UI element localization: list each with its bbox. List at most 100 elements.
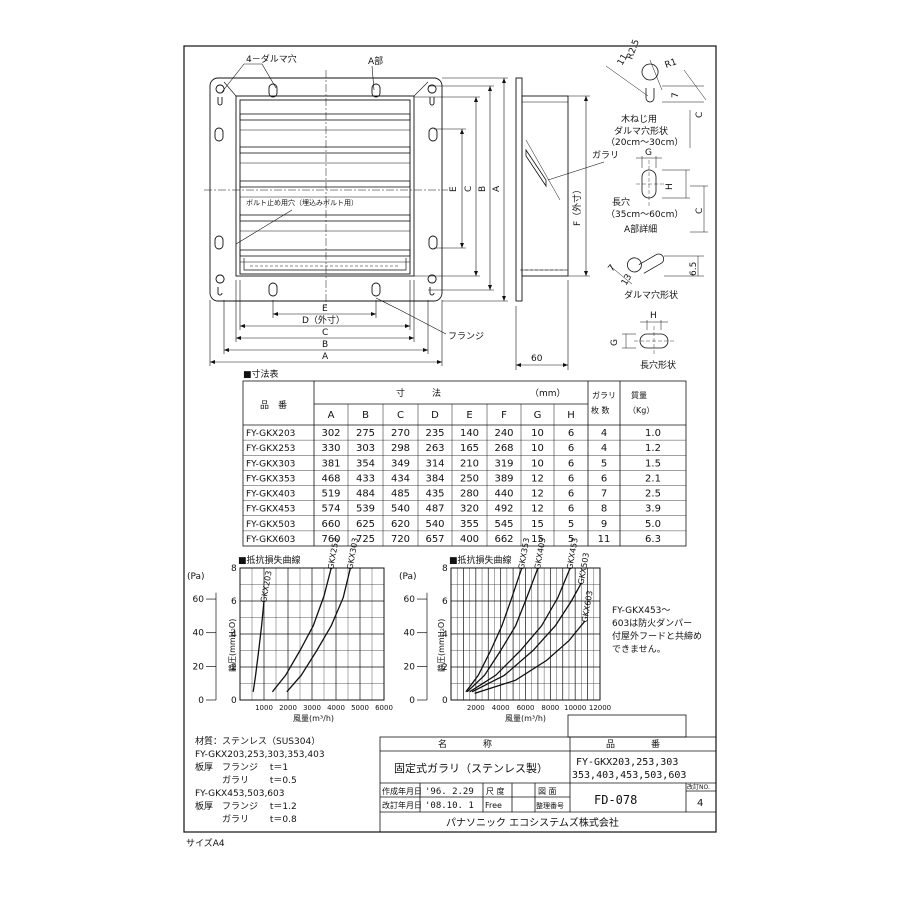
chart-left-xlabel: 風量(m³/h) [293,714,334,723]
table-col-g: G [534,410,542,421]
table-cell-model: FY-GKX303 [246,459,295,469]
table-cell: 6 [568,458,574,469]
tb-created-label: 作成年月日 [382,786,422,796]
table-cell: 354 [356,458,375,469]
table-cell: 6 [568,428,574,439]
table-cell: 539 [356,504,375,515]
dim-label-b: B [322,340,328,350]
table-cell: 468 [321,473,340,484]
chart-xtick: 4000 [327,704,345,712]
table-cell-louver-count: 7 [601,489,607,500]
curve-gkx403 [466,567,539,693]
chart-ytick-pa: 60 [193,595,205,605]
detail-drawings [605,59,708,356]
dim-label-c-detail-2: C [695,208,705,214]
callout-bolt-holes: ボルト止め用穴（埋込みボルト用） [246,198,358,207]
curve-gkx253 [271,567,332,693]
table-cell: 263 [425,443,444,454]
table-cell: 320 [460,504,479,515]
tb-revision-number: 4 [697,798,703,809]
table-cell: 660 [321,519,340,530]
chart-xtick: 10000 [564,704,586,712]
center-lines [204,70,448,306]
chart-ytick-pa: 60 [404,595,416,605]
tb-name: 固定式ガラリ（ステンレス製） [394,761,548,775]
table-cell: 210 [460,458,479,469]
curve-gkx503 [471,582,582,693]
chart-xtick: 6000 [517,704,535,712]
dim-label-e-vert: E [449,186,459,192]
table-cell: 400 [460,534,479,545]
table-col-f: F [501,410,507,421]
table-cell-model: FY-GKX603 [246,535,295,545]
table-cell: 485 [391,489,410,500]
note-line-4: できません。 [612,644,666,655]
curve-label-gkx503: GKX503 [576,552,590,585]
title-block: 名 称 品 番 固定式ガラリ（ステンレス製） FY-GKX203,253,303… [379,714,717,833]
table-cell: 298 [391,443,410,454]
table-cell-mass: 1.5 [645,458,661,469]
dim-label-c-detail: C [695,112,705,118]
curve-label-gkx203: GKX203 [259,570,273,603]
material-line-3: 板厚 フランジ t＝1 [195,761,288,773]
table-cell: 725 [356,534,375,545]
chart-xtick: 8000 [541,704,559,712]
table-cell-louver-count: 6 [601,473,607,484]
chart-ytick-pa: 40 [404,629,416,639]
table-col-d: D [431,410,439,421]
curve-gkx203 [252,600,265,692]
table-cell: 620 [391,519,410,530]
table-col-e: E [466,410,472,421]
table-col-a: A [328,410,335,421]
detail-long-hole-1: 長穴 [612,196,630,208]
table-cell: 10 [531,443,544,454]
material-line-5: FY-GKX453,503,603 [195,789,284,799]
side-view [515,77,605,370]
detail-dalma-shape: ダルマ穴形状 [624,289,678,301]
dim-label-c-vert: C [464,186,474,192]
table-cell-model: FY-GKX203 [246,429,295,439]
detail-labels: 11 R2.5 R1 7 C 木ねじ用 ダルマ穴形状 （20cm～30cm） G… [606,38,705,371]
detail-wood-screw-2: ダルマ穴形状 [614,125,668,137]
materials-block: 材質：ステンレス（SUS304） FY-GKX203,253,303,353,4… [195,735,325,825]
table-cell-mass: 2.5 [645,489,661,500]
table-cell: 625 [356,519,375,530]
dim-label-65: 6.5 [689,262,699,276]
dim-label-h-detail: H [665,183,675,190]
material-line-2: FY-GKX203,253,303,353,403 [195,750,325,760]
dim-label-d-outer: D（外寸） [302,314,345,326]
note-line-1: FY-GKX453～ [612,606,670,616]
table-cell: 319 [494,458,513,469]
table-h-mass-2: （Kg） [628,406,654,415]
curve-label-gkx303: GKX303 [346,537,360,570]
table-cell: 381 [321,458,340,469]
tb-scale-value: Free [485,801,502,810]
tb-scale-label: 尺 度 [486,786,505,796]
chart-xtick: 6000 [375,704,393,712]
dim-label-c: C [322,328,328,338]
table-cell: 12 [531,473,544,484]
table-cell-model: FY-GKX453 [246,505,295,515]
table-cell-mass: 5.0 [645,519,661,530]
dim-label-depth: 60 [531,354,543,364]
table-cell-louver-count: 5 [601,458,607,469]
table-cell-louver-count: 8 [601,504,607,515]
table-cell: 15 [531,519,544,530]
chart-ytick-mm: 6 [231,597,237,607]
table-cell: 240 [494,428,513,439]
dim-label-r1: R1 [664,57,679,70]
chart-right-title: ■抵抗損失曲線 [449,554,512,566]
material-line-7: ガラリ t＝0.8 [195,814,297,825]
callout-flange: フランジ [448,331,484,342]
table-cell: 303 [356,443,375,454]
curve-gkx303 [286,567,352,693]
table-cell-model: FY-GKX353 [246,474,295,484]
dim-label-r25: R2.5 [625,38,641,61]
table-cell-mass: 1.2 [645,443,661,454]
table-cell: 10 [531,428,544,439]
table-col-b: B [362,410,369,421]
note-line-3: 付屋外フードと共締め [612,630,702,642]
table-cell: 5 [568,534,574,545]
